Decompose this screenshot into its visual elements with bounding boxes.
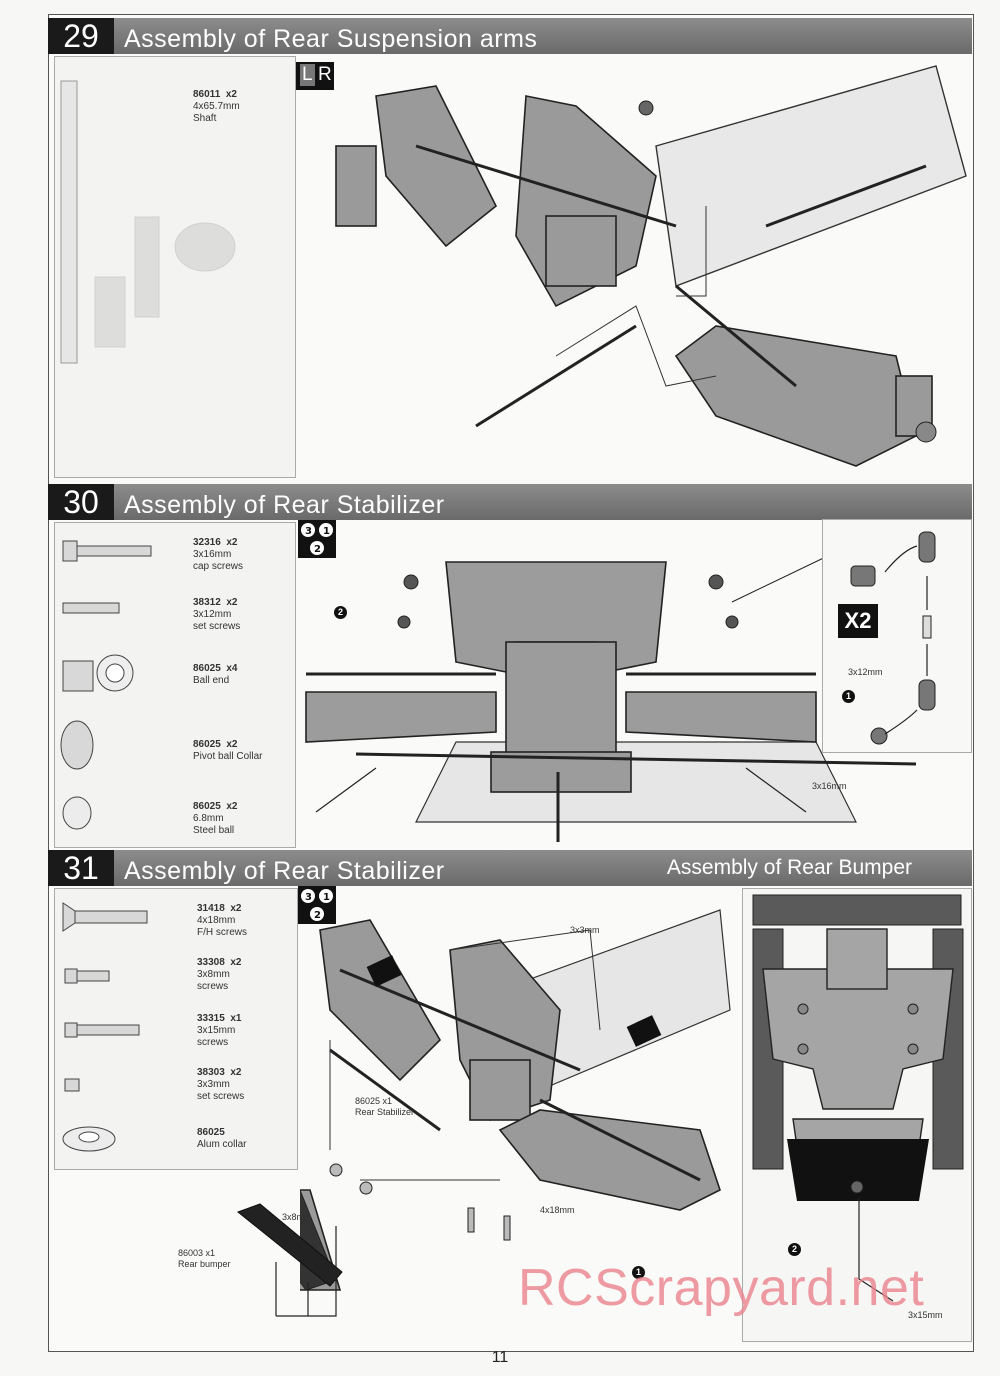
step-title: Assembly of Rear Stabilizer: [124, 491, 445, 519]
svg-text:3: 3: [305, 526, 312, 537]
set-screw-size-label: 3x12mm: [848, 667, 883, 677]
ball-end-exploded-drawing: [850, 531, 936, 745]
step-29-header: 29 Assembly of Rear Suspension arms: [48, 18, 972, 54]
step-30-header: 30 Assembly of Rear Stabilizer: [48, 484, 972, 520]
step-number: 31: [48, 850, 114, 886]
page-number: 11: [491, 1349, 509, 1366]
bumper-code-label: 86003 x1: [178, 1248, 216, 1258]
stabilizer-code-label: 86025 x1: [355, 1096, 393, 1106]
cap-screw-size-label: 3x16mm: [812, 781, 847, 791]
step-31-header: 31 Assembly of Rear Stabilizer Assembly …: [48, 850, 972, 886]
step-30-parts-panel: 32316 x2 3x16mm cap screws 38312 x2 3x12…: [54, 522, 296, 848]
part-86011: 86011 x2 4x65.7mm Shaft: [193, 89, 240, 124]
svg-text:2: 2: [314, 910, 321, 921]
step-29-parts-panel: 86011 x2 4x65.7mm Shaft: [54, 56, 296, 478]
svg-text:3: 3: [305, 892, 312, 903]
callout-2-icon: 2: [788, 1243, 801, 1256]
bumper-name-label: Rear bumper: [178, 1259, 231, 1269]
part-33308: 33308 x2 3x8mm screws: [197, 957, 242, 992]
rear-suspension-arms-drawing: [335, 65, 967, 467]
part-86025-steel-ball: 86025 x2 6.8mm Steel ball: [193, 801, 238, 836]
callout-1-icon: 1: [842, 690, 855, 703]
part-31418: 31418 x2 4x18mm F/H screws: [197, 903, 247, 938]
step-title-right: Assembly of Rear Bumper: [666, 856, 912, 879]
step-number: 30: [48, 484, 114, 520]
step-title: Assembly of Rear Stabilizer: [124, 857, 445, 885]
step-number: 29: [48, 18, 114, 54]
set-screw-3x3-label: 3x3mm: [570, 925, 600, 935]
part-38312: 38312 x2 3x12mm set screws: [193, 597, 241, 632]
rear-bumper-drawing: [236, 1203, 343, 1317]
part-32316: 32316 x2 3x16mm cap screws: [193, 537, 244, 572]
rear-stabilizer-drawing: [305, 551, 917, 842]
svg-text:2: 2: [314, 544, 321, 555]
watermark: RCScrapyard.net: [518, 1259, 925, 1317]
shaft-illustration: [60, 80, 236, 364]
callout-2-icon: 2: [334, 606, 347, 619]
part-33315: 33315 x1 3x15mm screws: [197, 1013, 242, 1048]
svg-text:1: 1: [323, 892, 330, 903]
screw-3x8-label: 3x8mm: [282, 1212, 312, 1222]
rear-stabilizer-install-drawing: [300, 909, 731, 1291]
step-title: Assembly of Rear Suspension arms: [124, 25, 538, 53]
stabilizer-name-label: Rear Stabilizer: [355, 1107, 415, 1117]
left-right-badge: L R: [296, 62, 334, 90]
svg-text:1: 1: [323, 526, 330, 537]
part-38303: 38303 x2 3x3mm set screws: [197, 1067, 245, 1102]
step-31-parts-panel: 31418 x2 4x18mm F/H screws 33308 x2 3x8m…: [54, 888, 298, 1170]
part-86025-pivot-collar: 86025 x2 Pivot ball Collar: [193, 739, 263, 762]
part-86025-ball-end: 86025 x4 Ball end: [193, 663, 238, 686]
screw-4x18-label: 4x18mm: [540, 1205, 575, 1215]
part-86025-alum-collar: 86025 Alum collar: [197, 1127, 247, 1150]
quantity-x2-badge: X2: [838, 604, 878, 638]
screw-3x15-label: 3x15mm: [908, 1310, 943, 1320]
rear-bumper-detail-panel: [742, 888, 972, 1342]
step-31-parts-illustrations: [62, 902, 148, 1152]
step-30-parts-illustrations: [60, 540, 152, 830]
rear-bumper-install-drawing: [752, 894, 964, 1302]
callout-1-icon: 1: [632, 1266, 645, 1279]
